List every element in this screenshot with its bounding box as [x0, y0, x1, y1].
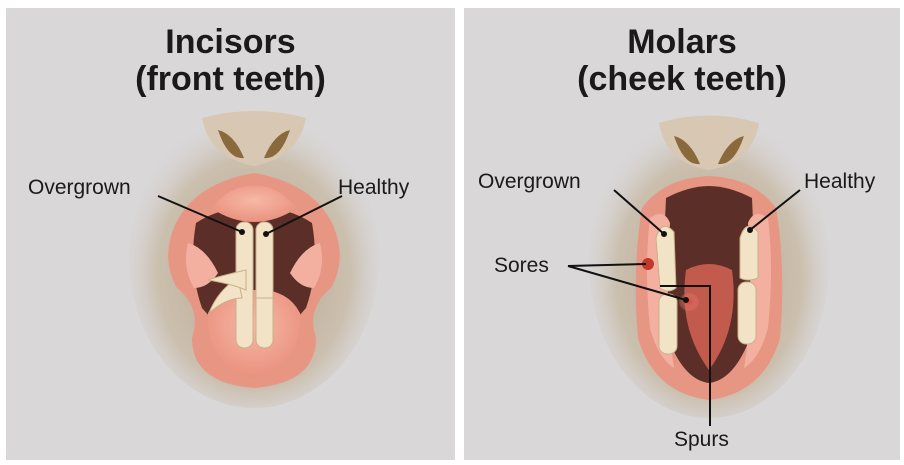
panel-subtitle: (cheek teeth): [464, 61, 900, 97]
overgrown-label: Overgrown: [28, 176, 131, 200]
sores-label: Sores: [494, 254, 549, 278]
overgrown-label: Overgrown: [478, 170, 581, 194]
spurs-label: Spurs: [674, 428, 729, 452]
panel-subtitle: (front teeth): [6, 61, 455, 97]
molars-panel: Molars (cheek teeth) Overgrown Healthy S…: [464, 8, 900, 460]
panel-title: Molars: [464, 24, 900, 60]
healthy-label: Healthy: [804, 170, 875, 194]
incisors-panel: Incisors (front teeth) Overgrown Healthy: [6, 8, 455, 460]
sore-tongue: [679, 293, 699, 311]
panel-title: Incisors: [6, 24, 455, 60]
healthy-incisor: [256, 222, 273, 348]
healthy-label: Healthy: [338, 176, 409, 200]
